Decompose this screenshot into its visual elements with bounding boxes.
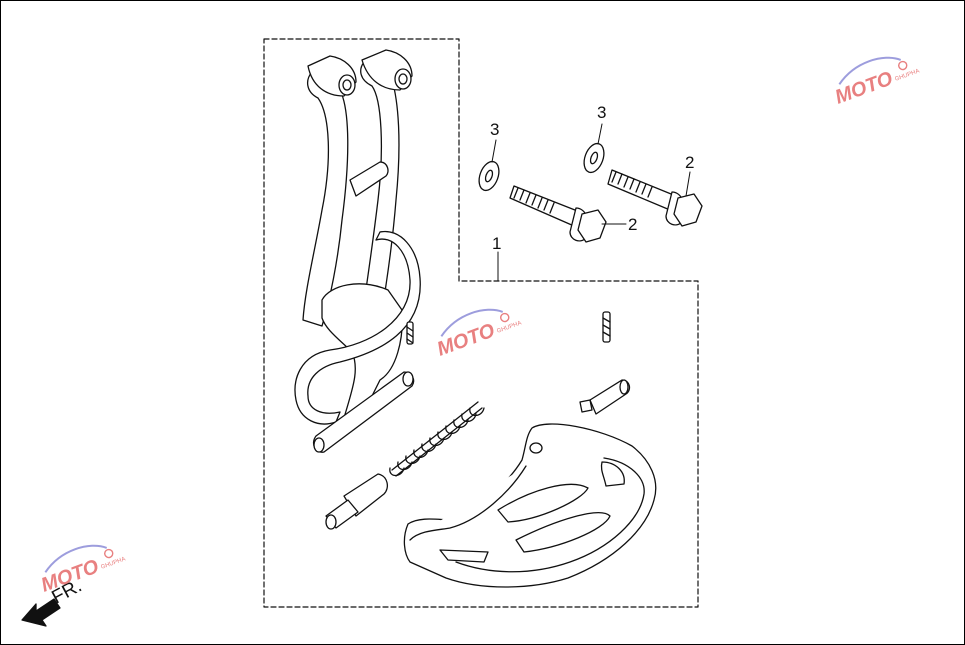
bolt-left [509,185,607,243]
front-arrow-icon [21,598,61,627]
spring-pin-right [602,311,611,343]
washer-left [478,160,500,192]
watermark-sub: GHUPHA [894,68,920,82]
main-stand [294,49,421,453]
leader-lines [491,123,691,282]
bolt-right [607,169,703,227]
watermark-text: MOTO [38,555,102,596]
coil-spring [389,401,485,477]
callout-kit: 1 [492,234,501,253]
watermark-text: MOTO [832,67,896,108]
spring-pin-left [406,321,414,345]
callout-washer-right: 3 [597,103,606,122]
kit-boundary [263,38,699,608]
watermark-top-right: MOTO GHUPHA [832,56,920,109]
plunger-rod [325,473,389,530]
watermark-sub: GHUPHA [100,556,126,570]
callout-washer-left: 3 [490,120,499,139]
watermark-text: MOTO [434,319,498,360]
washer-right [583,142,605,174]
callout-bolt-left: 2 [628,215,637,234]
foot-pedal [403,423,657,588]
callout-bolt-right: 2 [685,153,694,172]
watermark-center: MOTO GHUPHA [434,308,522,361]
watermark-sub: GHUPHA [496,320,522,334]
stop-pin [579,379,631,415]
watermark-bottom-left: MOTO GHUPHA [38,544,126,597]
